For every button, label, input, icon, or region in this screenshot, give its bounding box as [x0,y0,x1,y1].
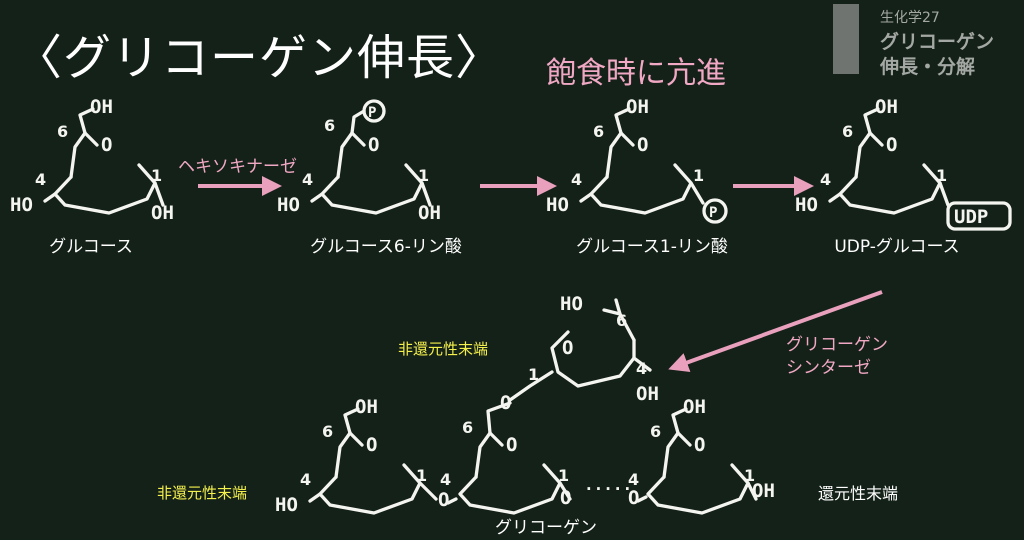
carbon-6-label: 6 [842,122,853,141]
ho-label: HO [10,194,33,216]
enzyme-synthase-line2: シンターゼ [786,358,871,378]
carbon-4-label: 4 [636,359,647,378]
oh-label: OH [875,96,898,118]
arrow-diagonal-icon [668,290,883,372]
corner-topic-line2: 伸長・分解 [880,56,976,78]
corner-topic-line1: グリコーゲン [880,31,995,53]
ho-label: HO [275,494,298,516]
carbon-6-label: 6 [650,422,661,441]
ring-oxygen: O [694,434,705,456]
udp-glucose-structure: UDP OH 6 O 4 1 HO [795,96,1012,231]
carbon-1-label: 1 [416,466,427,485]
ring-oxygen: O [368,134,379,156]
ho-label: HO [560,293,583,315]
carbon-4-label: 4 [820,170,831,189]
ring-oxygen: O [506,434,517,456]
carbon-4-label: 4 [440,470,451,489]
enzyme-hexokinase-label: ヘキソキナーゼ [178,157,297,177]
g1p-structure: P OH 6 O 4 1 HO [546,96,728,224]
oh-label: OH [626,96,649,118]
page-subtitle: 飽食時に亢進 [546,56,726,91]
glycogen-top-unit: HO 6 O 1 4 OH [508,293,659,405]
course-label: 生化学27 [880,10,940,26]
carbon-1-label: 1 [151,166,162,185]
glycosidic-oxygen: O [500,392,511,414]
phosphate-icon [702,198,728,224]
chain-continuation-dots: ····· [584,479,632,498]
udp-label: UDP [954,206,988,228]
carbon-6-label: 6 [593,122,604,141]
page-title: 〈グリコーゲン伸長〉 [14,30,505,86]
carbon-1-label: 1 [744,466,755,485]
carbon-4-label: 4 [300,470,311,489]
carbon-6-label: 6 [324,116,335,135]
glycogen-label: グリコーゲン [495,518,597,538]
phosphate-label: P [709,205,717,221]
carbon-1-label: 1 [693,166,704,185]
carbon-6-label: 6 [57,122,68,141]
g6p-structure: P 6 O 4 1 HO OH [277,99,441,224]
ring-oxygen: O [886,134,897,156]
oh-label: OH [355,396,378,418]
oh-label: OH [418,202,441,224]
udp-box [946,201,1012,231]
carbon-6-label: 6 [616,311,627,330]
glycosidic-oxygen: O [438,489,449,511]
glycogen-unit-1: OH 6 O 4 1 HO [275,396,438,516]
ho-label: HO [546,194,569,216]
glucose-structure: OH 6 O 4 1 HO OH [10,96,174,224]
g6p-label: グルコース6-リン酸 [310,237,462,257]
carbon-1-label: 1 [558,466,569,485]
enzyme-synthase-line1: グリコーゲン [786,335,888,355]
glycogen-unit-3: OH 6 O 4 1 OH [628,396,775,515]
carbon-4-label: 4 [302,170,313,189]
glucose-label: グルコース [49,237,133,257]
corner-bar [833,4,859,74]
ring-oxygen: O [366,434,377,456]
carbon-1-label: 1 [936,166,947,185]
oh-label: OH [752,480,775,502]
glycogen-unit-2: 6 O 4 1 [440,401,572,515]
nonreducing-end-top-label: 非還元性末端 [398,340,489,358]
oh-label: OH [90,96,113,118]
ring-oxygen: O [101,134,112,156]
ho-label: HO [795,194,818,216]
nonreducing-end-left-label: 非還元性末端 [157,484,248,502]
oh-label: OH [636,383,659,405]
udp-glucose-label: UDP-グルコース [834,237,960,257]
ring-oxygen: O [637,134,648,156]
carbon-6-label: 6 [322,422,333,441]
reducing-end-label: 還元性末端 [818,484,899,503]
oh-label: OH [151,202,174,224]
oh-label: OH [683,396,706,418]
carbon-4-label: 4 [571,170,582,189]
ho-label: HO [277,194,300,216]
phosphate-icon [362,99,386,123]
carbon-4-label: 4 [35,170,46,189]
carbon-1-label: 1 [418,166,429,185]
glycosidic-oxygen: O [560,487,571,509]
carbon-6-label: 6 [462,418,473,437]
ring-oxygen: O [562,337,573,359]
carbon-4-label: 4 [628,470,639,489]
phosphate-label: P [368,105,376,121]
carbon-1-label: 1 [528,365,539,384]
glycosidic-oxygen: O [628,487,639,509]
g1p-label: グルコース1-リン酸 [576,237,728,257]
